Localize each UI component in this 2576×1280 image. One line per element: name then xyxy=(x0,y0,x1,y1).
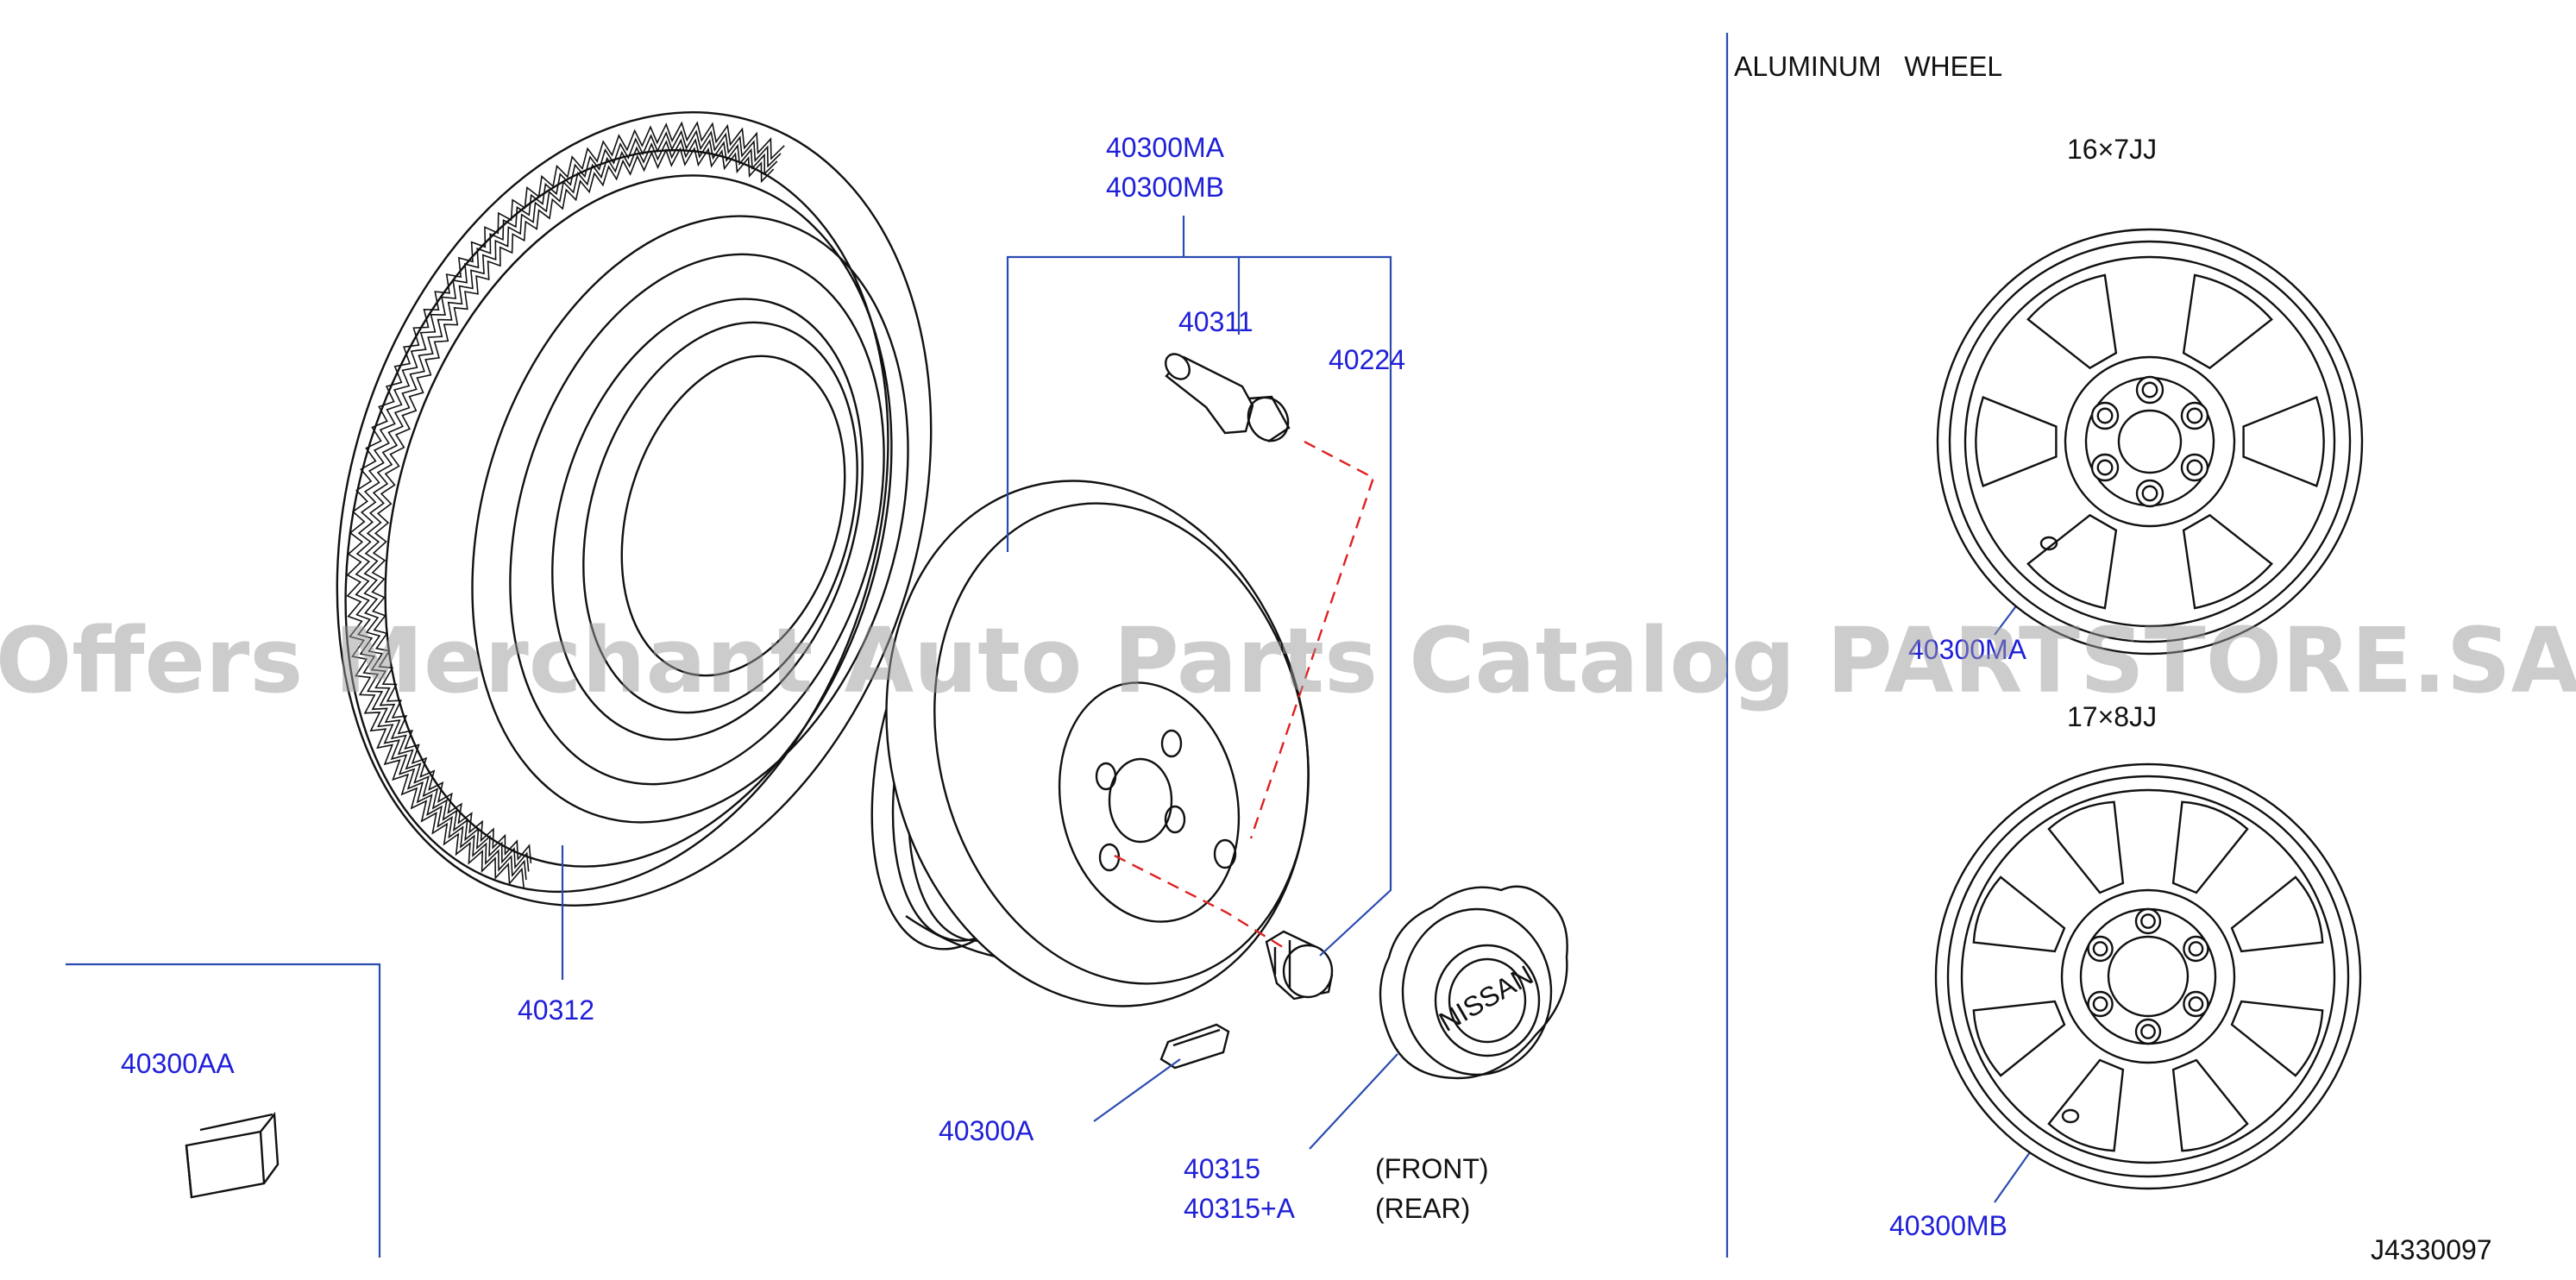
group-tag-b[interactable]: 40300MB xyxy=(1106,172,1224,203)
steel-wheel[interactable] xyxy=(832,436,1363,1051)
label-tire[interactable]: 40312 xyxy=(518,995,594,1026)
balance-weight[interactable] xyxy=(1159,1023,1230,1070)
wheel-window xyxy=(2182,513,2273,610)
label-valve[interactable]: 40311 xyxy=(1178,306,1253,337)
wheel-window xyxy=(2026,273,2118,370)
wheel-window xyxy=(2230,875,2324,953)
tread-band xyxy=(371,146,775,863)
lug-hole-inner xyxy=(2140,1024,2156,1039)
lug-hole xyxy=(2090,401,2120,430)
wheel-window xyxy=(2171,1058,2249,1152)
lug-hole-inner xyxy=(2141,485,2158,502)
weight-kit[interactable] xyxy=(185,1111,280,1199)
label-weight-kit[interactable]: 40300AA xyxy=(121,1048,235,1079)
tire-tread xyxy=(346,121,785,888)
lug-hole-inner xyxy=(2141,381,2158,398)
label-wheel-b[interactable]: 40300MB xyxy=(1889,1210,2007,1241)
wheel-window xyxy=(2047,800,2125,894)
lug-hole-inner xyxy=(2186,407,2203,424)
lug-hole xyxy=(2183,990,2209,1018)
assembly-dash-lines xyxy=(1114,440,1375,951)
wheel-window xyxy=(2026,513,2118,610)
size-label-17x8: 17×8JJ xyxy=(2067,701,2157,732)
label-front: (FRONT) xyxy=(1375,1153,1489,1184)
diagram-id: J4330097 xyxy=(2371,1234,2492,1265)
center-cap[interactable]: NISSAN xyxy=(1379,885,1568,1080)
lug-hole xyxy=(2180,401,2209,430)
watermark: Offers Merchant Auto Parts Catalog PARTS… xyxy=(0,608,2576,713)
wheel-window xyxy=(1972,1000,2066,1077)
wheel-window xyxy=(2182,273,2273,370)
lug-nut[interactable] xyxy=(1265,930,1334,1001)
label-nut[interactable]: 40224 xyxy=(1329,344,1405,375)
valve-hole xyxy=(2039,536,2058,551)
lug-hole-inner xyxy=(2188,996,2204,1012)
label-rear: (REAR) xyxy=(1375,1193,1470,1224)
wheel-window xyxy=(2171,800,2249,894)
section-title-aluminum-wheel: ALUMINUM WHEEL xyxy=(1734,51,2002,82)
lug-hole-inner xyxy=(2140,913,2156,929)
lug-hole-inner xyxy=(2188,941,2204,957)
aluminum-wheel-16x7[interactable] xyxy=(1936,228,2364,656)
size-label-16x7: 16×7JJ xyxy=(2067,134,2157,165)
tread-band xyxy=(363,138,778,872)
lug-hole-inner xyxy=(2092,996,2108,1012)
lug-hole xyxy=(2087,935,2114,963)
wheel-window xyxy=(2230,1000,2324,1077)
lug-hole-inner xyxy=(2096,459,2114,476)
lug-hole xyxy=(2180,453,2209,482)
wheel-window xyxy=(2047,1058,2125,1152)
label-cap[interactable]: 40315 xyxy=(1184,1153,1260,1184)
label-wheel-a[interactable]: 40300MA xyxy=(1908,634,2027,665)
lug-hole xyxy=(2135,479,2164,508)
tread-band xyxy=(355,129,782,881)
lug-hole-inner xyxy=(2096,407,2114,424)
lug-hole xyxy=(2134,1018,2162,1045)
label-weight[interactable]: 40300A xyxy=(939,1115,1034,1146)
label-cap-alt[interactable]: 40315+A xyxy=(1184,1193,1296,1224)
group-tag-a[interactable]: 40300MA xyxy=(1106,132,1225,163)
leader-lines xyxy=(66,33,2037,1258)
lug-hole-inner xyxy=(2092,941,2108,957)
wheel-window xyxy=(2242,395,2325,488)
wheel-window xyxy=(1975,395,2058,488)
wheel-window xyxy=(1972,875,2066,953)
lug-hole xyxy=(2134,907,2162,935)
lug-hole xyxy=(2183,935,2209,963)
tire[interactable] xyxy=(243,38,1025,980)
valve-stem[interactable] xyxy=(1161,349,1297,448)
valve-hole xyxy=(2061,1108,2080,1124)
aluminum-wheel-17x8[interactable] xyxy=(1934,762,2362,1190)
lug-hole xyxy=(2087,990,2114,1018)
lug-hole xyxy=(2090,453,2120,482)
tread-band xyxy=(346,121,785,888)
lug-hole-inner xyxy=(2186,459,2203,476)
lug-hole xyxy=(2135,375,2164,405)
